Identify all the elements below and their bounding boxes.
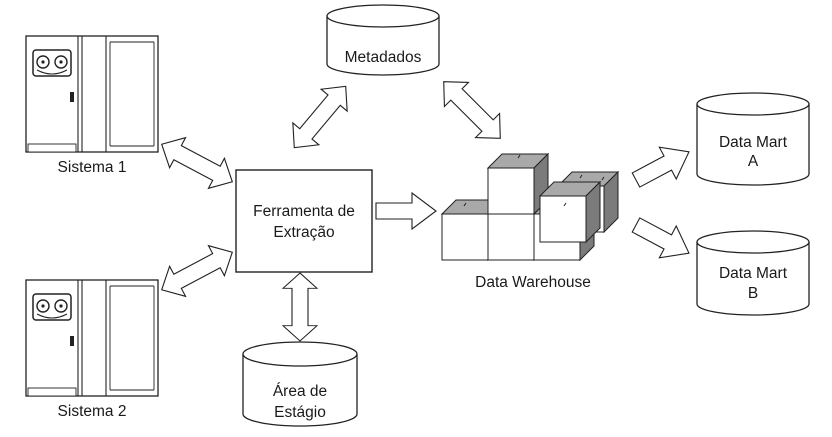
arrow-ferramenta-warehouse — [375, 192, 437, 230]
data-mart-b-cylinder — [696, 230, 810, 316]
data-warehouse-cubes-icon — [441, 153, 619, 261]
arrow-warehouse-data-mart-b — [626, 208, 698, 270]
arrow-ferramenta-metadados — [280, 74, 360, 160]
arrow-ferramenta-area-estagio — [282, 272, 318, 342]
data-warehouse-label: Data Warehouse — [475, 274, 591, 291]
ferramenta-extracao-box — [235, 169, 373, 273]
arrow-sistema1-ferramenta — [153, 128, 241, 198]
data-mart-a-label-line2: A — [748, 153, 759, 170]
server-sistema-1-icon — [25, 35, 159, 153]
metadados-label: Metadados — [345, 49, 422, 66]
arrow-warehouse-data-mart-a — [626, 135, 698, 197]
ferramenta-label-line2: Extração — [273, 224, 334, 241]
server-sistema-2-icon — [25, 279, 159, 397]
arrow-sistema2-ferramenta — [153, 236, 241, 306]
data-mart-b-label-line2: B — [748, 285, 758, 302]
data-mart-a-label-line1: Data Mart — [719, 134, 788, 151]
data-mart-a-cylinder — [696, 92, 810, 186]
sistema-1-label: Sistema 1 — [58, 159, 127, 176]
arrow-metadados-warehouse — [431, 69, 513, 151]
ferramenta-label-line1: Ferramenta de — [253, 203, 355, 220]
data-mart-b-label-line1: Data Mart — [719, 265, 788, 282]
metadados-cylinder — [326, 4, 440, 76]
sistema-2-label: Sistema 2 — [58, 403, 127, 420]
area-estagio-cylinder — [242, 341, 358, 427]
area-estagio-label-line1: Área de — [273, 383, 327, 400]
area-estagio-label-line2: Estágio — [274, 404, 326, 421]
